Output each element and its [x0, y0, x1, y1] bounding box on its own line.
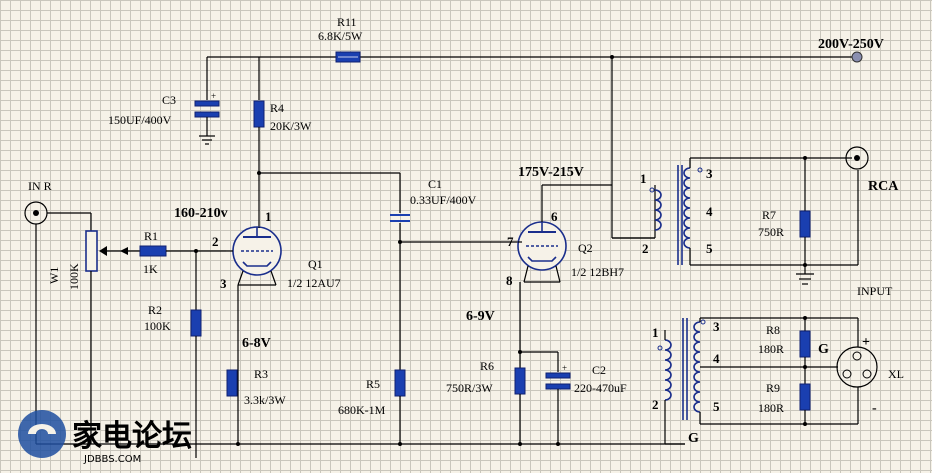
xlr-plus-label: + [862, 335, 870, 350]
t2-primary-pin-2: 2 [652, 397, 659, 412]
r11-value: 6.8K/5W [318, 29, 363, 43]
r1-resistor [139, 245, 167, 257]
c1-capacitor [390, 214, 410, 222]
q1-type: 1/2 12AU7 [287, 276, 341, 290]
q2-cathode-voltage: 6-9V [466, 309, 495, 324]
w1-potentiometer [85, 230, 107, 272]
q1-tube [232, 226, 282, 276]
t1-secondary-pin-5: 5 [706, 241, 713, 256]
svg-text:+: + [562, 363, 567, 373]
xlr-minus-label: - [872, 401, 877, 416]
q1-cathode-voltage: 6-8V [242, 336, 271, 351]
watermark-url: JDBBS.COM [83, 454, 141, 465]
r7-resistor [799, 210, 811, 238]
t2-secondary-pin-3: 3 [713, 319, 720, 334]
watermark-text: 家电论坛 [72, 419, 192, 454]
q1-plate-pin: 1 [265, 209, 272, 224]
t1-secondary-pin-4: 4 [706, 204, 713, 219]
r3-resistor [226, 369, 238, 397]
r6-value: 750R/3W [446, 381, 493, 395]
svg-text:+: + [211, 91, 216, 101]
watermark-logo-icon [18, 410, 66, 458]
c3-capacitor: + [194, 57, 220, 145]
xlr-input-connector [836, 346, 878, 388]
r4-value: 20K/3W [270, 119, 312, 133]
r2-resistor [190, 309, 202, 337]
output-transformer [649, 165, 703, 265]
xlr-label: XL [888, 367, 904, 381]
input-jack [24, 201, 48, 225]
r3-name: R3 [254, 367, 268, 381]
w1-name: W1 [47, 267, 61, 284]
q1-plate-voltage: 160-210v [174, 206, 228, 221]
input-label: INPUT [857, 284, 893, 298]
t2-primary-pin-1: 1 [652, 325, 659, 340]
r7-name: R7 [762, 208, 776, 222]
t1-primary-pin-2: 2 [642, 241, 649, 256]
r9-name: R9 [766, 381, 780, 395]
r5-value: 680K-1M [338, 403, 386, 417]
r9-value: 180R [758, 401, 784, 415]
r2-name: R2 [148, 303, 162, 317]
r11-resistor [335, 51, 361, 63]
r4-resistor [253, 100, 265, 128]
q2-plate-pin: 6 [551, 209, 558, 224]
r8-resistor [799, 330, 811, 358]
r8-value: 180R [758, 342, 784, 356]
r7-value: 750R [758, 225, 784, 239]
r4-name: R4 [270, 101, 284, 115]
r6-resistor [514, 367, 526, 395]
r1-name: R1 [144, 229, 158, 243]
r6-name: R6 [480, 359, 494, 373]
q2-grid-pin: 7 [507, 234, 514, 249]
t1-primary-pin-1: 1 [640, 171, 647, 186]
q2-type: 1/2 12BH7 [571, 265, 624, 279]
q2-name: Q2 [578, 241, 593, 255]
rca-output-jack [845, 146, 869, 170]
q1-grid-pin: 2 [212, 234, 219, 249]
t2-secondary-pin-5: 5 [713, 399, 720, 414]
t2-ground-label: G [688, 431, 699, 446]
c2-value: 220-470uF [574, 381, 627, 395]
q2-cathode-pin: 8 [506, 273, 513, 288]
w1-value: 100K [67, 263, 81, 290]
r5-resistor [394, 369, 406, 397]
t2-secondary-pin-4: 4 [713, 351, 720, 366]
supply-rail [207, 51, 863, 63]
c1-value: 0.33UF/400V [410, 193, 477, 207]
c2-name: C2 [592, 363, 606, 377]
q1-name: Q1 [308, 257, 323, 271]
r8-name: R8 [766, 323, 780, 337]
q1-cathode-pin: 3 [220, 276, 227, 291]
c1-name: C1 [428, 177, 442, 191]
input-transformer [657, 318, 706, 420]
in-r-label: IN R [28, 179, 52, 193]
c3-value: 150UF/400V [108, 113, 172, 127]
r9-resistor [799, 383, 811, 411]
r5-name: R5 [366, 377, 380, 391]
rca-label: RCA [868, 179, 899, 194]
supply-terminal [851, 51, 863, 63]
jdbbs-watermark: 家电论坛 JDBBS.COM [18, 410, 192, 465]
r2-value: 100K [144, 319, 171, 333]
r1-value: 1K [143, 262, 158, 276]
r3-value: 3.3k/3W [244, 393, 286, 407]
q2-plate-voltage: 175V-215V [518, 165, 584, 180]
c3-name: C3 [162, 93, 176, 107]
supply-voltage-label: 200V-250V [818, 37, 884, 52]
t1-secondary-pin-3: 3 [706, 166, 713, 181]
q2-tube [517, 221, 567, 271]
c2-capacitor: + [545, 363, 571, 390]
r8-ground-label: G [818, 342, 829, 357]
r11-name: R11 [337, 15, 357, 29]
